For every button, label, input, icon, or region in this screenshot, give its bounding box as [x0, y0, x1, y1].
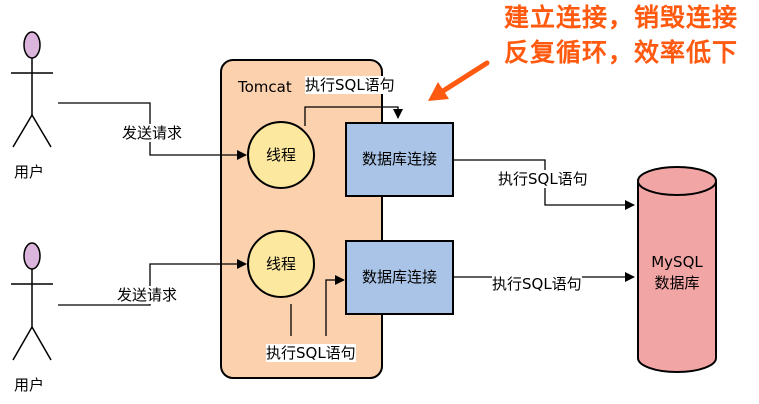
- tomcat-label: Tomcat: [238, 78, 292, 96]
- thread-label-bottom: 线程: [265, 254, 296, 273]
- database-type-label: 数据库: [654, 273, 700, 292]
- database-name-label: MySQL: [651, 252, 703, 271]
- connection-box-top: [345, 122, 454, 197]
- thread-node-top: [247, 121, 315, 189]
- thread-label-top: 线程: [265, 145, 296, 164]
- tomcat-container: [220, 59, 383, 379]
- user-figure-top: [11, 31, 53, 148]
- connection-label-bottom: 数据库连接: [361, 268, 437, 286]
- connection-label-top: 数据库连接: [361, 150, 437, 168]
- request-arrow-bottom: [58, 259, 247, 306]
- sql-label-tomcat-bottom: 执行SQL语句: [266, 344, 356, 362]
- user-figure-bottom: [11, 242, 53, 361]
- connection-box-bottom: [345, 240, 454, 315]
- annotation-line-1: 建立连接，销毁连接: [503, 3, 738, 32]
- request-label-top: 发送请求: [122, 124, 183, 142]
- sql-line-top: [304, 106, 403, 126]
- sql-line-bottom-right: [325, 275, 345, 336]
- annotation-line-2: 反复循环，效率低下: [503, 38, 738, 67]
- thread-node-bottom: [247, 230, 315, 298]
- database-cylinder: [637, 166, 717, 373]
- user-label-bottom: 用户: [14, 376, 45, 394]
- request-label-bottom: 发送请求: [117, 286, 178, 304]
- annotation-arrow: [428, 60, 490, 101]
- sql-label-db-top: 执行SQL语句: [498, 170, 588, 188]
- sql-label-db-bottom: 执行SQL语句: [492, 275, 582, 293]
- user-label-top: 用户: [14, 163, 45, 181]
- sql-label-tomcat-top: 执行SQL语句: [305, 76, 395, 94]
